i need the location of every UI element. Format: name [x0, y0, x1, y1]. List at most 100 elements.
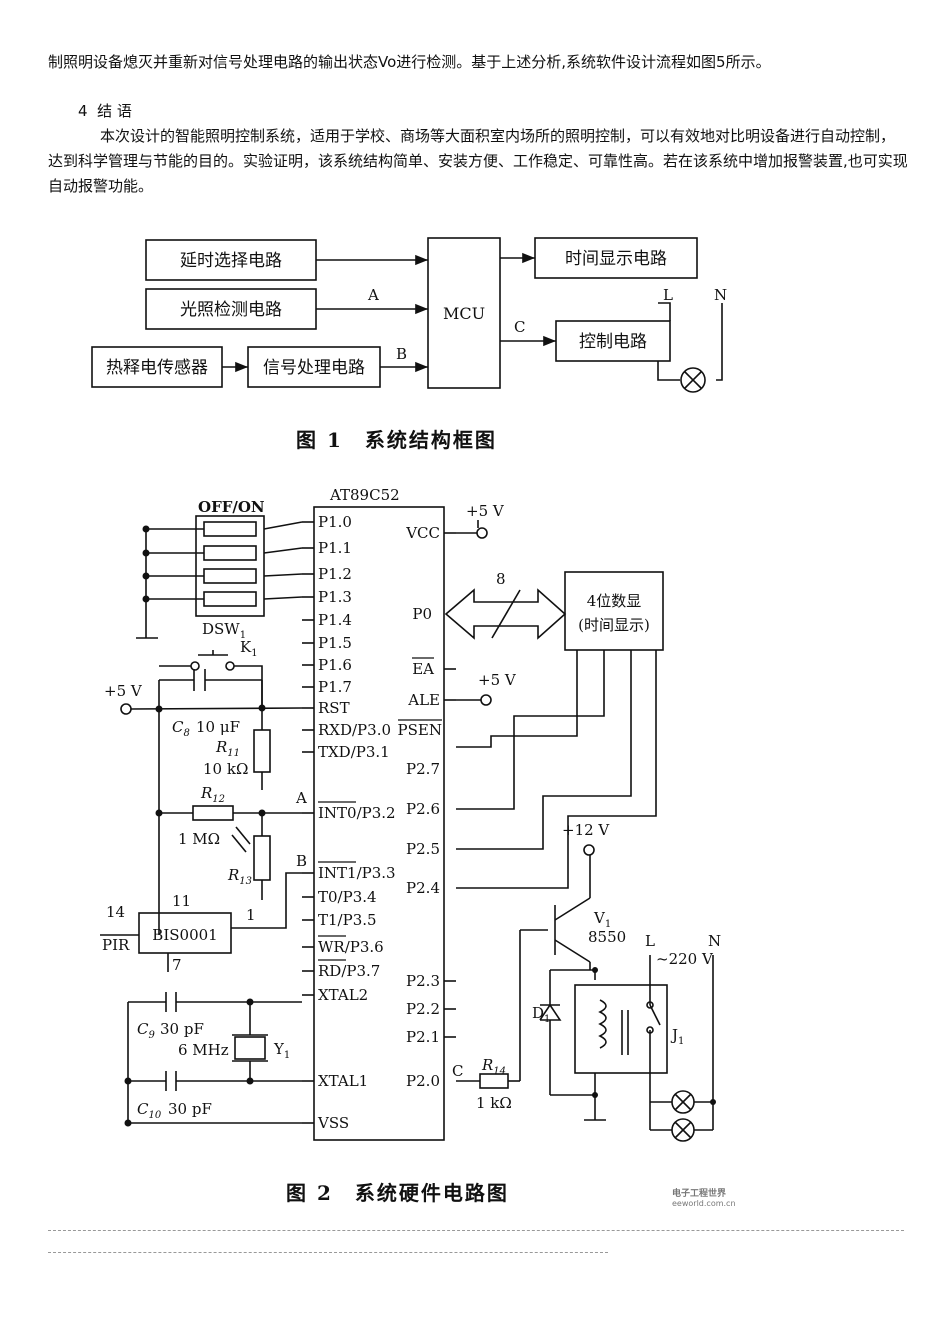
- figure-2-caption: 图 2 系统硬件电路图: [286, 1181, 509, 1205]
- pin-ale: ALE: [407, 691, 440, 709]
- pin-p2-5: P2.5: [406, 840, 440, 858]
- ac-n-label: N: [708, 932, 721, 950]
- pin-p1-4: P1.4: [318, 611, 352, 629]
- pin-t1: T1/P3.5: [318, 911, 377, 929]
- crystal-y1: [234, 1036, 266, 1060]
- r12-resistor: [192, 805, 234, 821]
- footer-rule-2: [48, 1252, 608, 1253]
- pin-p1-3: P1.3: [318, 588, 352, 606]
- ea-supply-label: +5 V: [478, 671, 517, 689]
- pin-p1-2: P1.2: [318, 565, 352, 583]
- pin-rxd: RXD/P3.0: [318, 721, 391, 739]
- lamp-1: [671, 1090, 695, 1114]
- pin-p2-4: P2.4: [406, 879, 440, 897]
- r12-label: R12: [200, 784, 225, 805]
- k1-contact-left: [190, 661, 200, 671]
- watermark-logo: 电子工程世界 eeworld.com.cn: [672, 1186, 736, 1208]
- pin-ea: EA: [412, 660, 434, 678]
- pin-p2-2: P2.2: [406, 1000, 440, 1018]
- pin-p2-7: P2.7: [406, 760, 440, 778]
- c8-label: C8: [172, 718, 190, 739]
- line-l-label: L: [663, 286, 673, 304]
- ac-voltage-label: ~220 V: [656, 950, 714, 968]
- v1-label: V1: [593, 909, 611, 930]
- control-label: 控制电路: [579, 332, 647, 352]
- r11-label: R11: [215, 738, 240, 759]
- footer-rule-1: [48, 1230, 904, 1231]
- y1-label: Y1: [273, 1040, 290, 1061]
- d1-label: D1: [532, 1004, 550, 1025]
- c10-label: C10: [137, 1100, 162, 1121]
- signal-c-label: C: [452, 1062, 463, 1080]
- r13-photoresistor: [253, 835, 271, 881]
- bis0001-chip: [138, 912, 232, 954]
- pin11-label: 11: [172, 892, 191, 910]
- pin-p1-6: P1.6: [318, 656, 352, 674]
- signal-b-label: B: [396, 345, 407, 363]
- pin-p2-0: P2.0: [406, 1072, 440, 1090]
- pin-int0: INT0/P3.2: [318, 804, 396, 822]
- left-pin-stubs: [302, 521, 314, 1124]
- display-label-line1: 4位数显: [587, 592, 642, 610]
- c9-label: C9: [137, 1020, 155, 1041]
- c10-value: 30 pF: [168, 1100, 212, 1118]
- chip-name: AT89C52: [329, 486, 400, 504]
- pin-p1-5: P1.5: [318, 634, 352, 652]
- right-pin-stubs: [444, 532, 456, 1038]
- mcu-chip-body: [313, 506, 445, 1141]
- watermark-line2: eeworld.com.cn: [672, 1199, 736, 1208]
- pin14-label: 14: [106, 903, 125, 921]
- r11-resistor: [253, 729, 271, 773]
- bis0001-label: BIS0001: [152, 926, 217, 944]
- k1-label: K1: [240, 638, 258, 659]
- pir-label: PIR: [102, 936, 130, 954]
- display-label-line2: (时间显示): [578, 616, 650, 634]
- pin1-label: 1: [246, 906, 256, 924]
- dsw-label: DSW1: [202, 620, 246, 641]
- seven-segment-display-box: [564, 571, 664, 651]
- pin-vss: VSS: [317, 1114, 349, 1132]
- section-title: 结 语: [97, 102, 132, 120]
- j1-label: J1: [670, 1026, 684, 1047]
- junction-dots: [124, 525, 716, 1127]
- k1-contact-right: [225, 661, 235, 671]
- r12-value: 1 MΩ: [178, 830, 220, 848]
- r14-label: R14: [481, 1056, 506, 1077]
- signal-b-label: B: [296, 852, 307, 870]
- left-supply-label: +5 V: [104, 682, 143, 700]
- pin-rst: RST: [318, 699, 350, 717]
- pin-xtal2: XTAL2: [318, 986, 368, 1004]
- pin-psen: PSEN: [398, 721, 442, 739]
- bus-width-label: 8: [496, 570, 506, 588]
- dip-off-on-label: OFF/ON: [198, 498, 265, 516]
- dip-switch-dsw1: [195, 515, 265, 617]
- pin-wr: WR/P3.6: [318, 938, 384, 956]
- pin-t0: T0/P3.4: [318, 888, 377, 906]
- pin-rd: RD/P3.7: [318, 962, 380, 980]
- section-heading: 4 结 语: [78, 100, 132, 121]
- pin-p1-1: P1.1: [318, 539, 352, 557]
- figure-2-circuit: AT89C52 P1.0 P1.1 P1.2 P1.3 P1.4 P1.5 P1…: [100, 486, 721, 1142]
- lamp-2: [671, 1118, 695, 1142]
- mcu-label: MCU: [443, 304, 485, 323]
- relay-j1-frame: [574, 984, 668, 1074]
- r11-value: 10 kΩ: [203, 760, 248, 778]
- pin-p2-1: P2.1: [406, 1028, 440, 1046]
- mcu-block: [427, 237, 501, 389]
- figure-1-block-diagram: 延时选择电路 光照检测电路 热释电传感器 信号处理电路 MCU 时间显示电路 控…: [91, 237, 727, 393]
- pin-p2-6: P2.6: [406, 800, 440, 818]
- pin-int1: INT1/P3.3: [318, 864, 396, 882]
- c9-value: 30 pF: [160, 1020, 204, 1038]
- pin-p1-7: P1.7: [318, 678, 352, 696]
- r14-value: 1 kΩ: [476, 1094, 512, 1112]
- figure-1-caption: 图 1 系统结构框图: [296, 428, 497, 452]
- lamp-symbol: [680, 367, 706, 393]
- r13-label: R13: [227, 866, 252, 887]
- xtal-freq-label: 6 MHz: [178, 1041, 229, 1059]
- pin-p1-0: P1.0: [318, 513, 352, 531]
- section-number: 4: [78, 102, 88, 120]
- plus12-label: +12 V: [562, 821, 610, 839]
- signal-c-label: C: [514, 318, 525, 336]
- signal-a-label: A: [367, 286, 379, 304]
- c8-value: 10 μF: [196, 718, 240, 736]
